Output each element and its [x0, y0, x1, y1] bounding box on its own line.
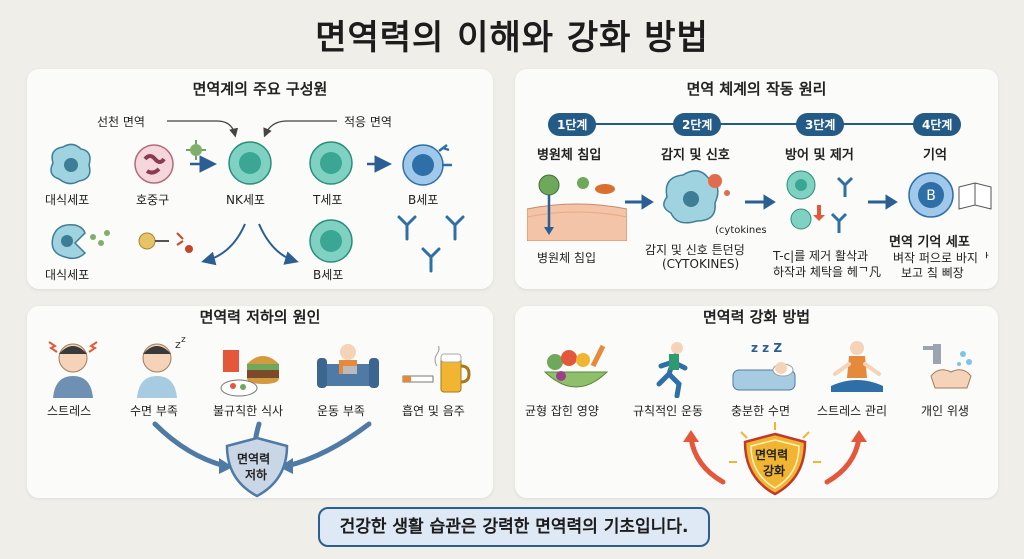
- t-cell-icon: [309, 141, 353, 185]
- boost-arrows: [683, 422, 867, 485]
- cause-label-stress: 스트레스: [47, 404, 92, 418]
- antibodies-icon: [397, 215, 465, 273]
- cell-label-macrophage-2: 대식세포: [45, 268, 90, 282]
- cause-label-sleep: 수면 부족: [130, 404, 178, 418]
- components-panel: 면역계의 주요 구성원 선천 면역 적응 면역 대식세포 호중구 NK세포 T세…: [27, 69, 493, 289]
- detection-signal-icon: [663, 170, 730, 224]
- junk-food-icon: [220, 350, 279, 397]
- macrophage-icon: [50, 143, 91, 185]
- step-name-4: 기억: [923, 148, 947, 163]
- step-name-1: 병원체 침입: [537, 148, 602, 163]
- antibody-attack-icon: [138, 232, 193, 253]
- causes-title: 면역력 저하의 원인: [199, 308, 321, 326]
- components-title: 면역계의 주요 구성원: [192, 80, 328, 98]
- timeline-line: [565, 123, 945, 210]
- step-caption-1: 병원체 침입: [537, 251, 597, 265]
- boost-title: 면역력 강화 방법: [702, 308, 811, 326]
- meditation-icon: [831, 341, 883, 392]
- cell-label-nk: NK세포: [226, 193, 265, 207]
- step-name-2: 감지 및 신호: [661, 148, 730, 163]
- b-cell-icon: [402, 144, 452, 186]
- cell-label-b-2: B세포: [313, 268, 344, 282]
- nutrition-icon: [543, 344, 609, 388]
- weakened-shield-icon: [225, 436, 289, 498]
- neutrophil-icon: [134, 144, 174, 184]
- step-caption-2a: 감지 및 신호 튼던덩: [645, 243, 745, 257]
- step-badge-1: 1단계: [548, 113, 597, 136]
- svg-text:z: z: [181, 336, 186, 345]
- boost-panel: 면역력 강화 방법 z z Z 균형 잡힌 영양 규칙적인 운동 충분한 수면 …: [515, 306, 998, 498]
- page-title: 면역력의 이해와 강화 방법: [315, 18, 709, 58]
- cell-label-neutrophil: 호중구: [136, 193, 170, 207]
- boost-label-hygiene: 개인 위생: [921, 404, 969, 418]
- pathogen-invasion-icon: [527, 174, 627, 241]
- step-caption-3b: 하작과 체탁을 헤ᄀ凡: [773, 265, 881, 279]
- sedentary-icon: [317, 344, 379, 388]
- stress-icon: [48, 341, 98, 398]
- step-badge-4: 4단계: [913, 113, 962, 136]
- svg-text:B: B: [926, 188, 936, 204]
- cell-label-macrophage: 대식세포: [45, 193, 90, 207]
- cell-label-t: T세포: [313, 193, 343, 207]
- svg-text:z z Z: z z Z: [751, 341, 782, 355]
- boost-label-sleep: 충분한 수면: [731, 404, 791, 418]
- boost-label-nutrition: 균형 잡힌 영양: [525, 404, 599, 418]
- step-caption-3a: T-c|를 제거 활삭과: [773, 249, 869, 263]
- step-caption-4a: 벼작 퍼으로 바지ᅡ: [893, 251, 989, 265]
- smoking-drinking-icon: [402, 346, 471, 393]
- cause-label-diet: 불규칙한 식사: [213, 404, 284, 418]
- innate-label: 선천 면역: [97, 115, 145, 129]
- defense-icon: [786, 170, 854, 233]
- boost-label-stress: 스트레스 관리: [817, 404, 888, 418]
- step-badge-3: 3단계: [796, 113, 845, 136]
- svg-text:z: z: [175, 338, 181, 351]
- footer-banner: 건강한 생활 습관은 강력한 면역력의 기초입니다.: [318, 507, 710, 547]
- cell-label-b: B세포: [408, 193, 439, 207]
- memory-cell-icon: B: [908, 172, 992, 218]
- hygiene-icon: [923, 344, 972, 389]
- nk-cell-icon: [228, 141, 272, 185]
- step-name-3: 방어 및 제거: [785, 148, 854, 163]
- cytokines-note: (cytokines: [715, 225, 767, 236]
- boost-shield-line1: 면역력: [755, 448, 789, 462]
- mechanism-panel: 면역 체계의 작동 원리 1단계 2단계 3단계 4단계 병원체 침입 감지 및…: [515, 69, 998, 289]
- adaptive-label: 적응 면역: [344, 115, 392, 129]
- cause-label-exercise: 운동 부족: [317, 404, 365, 418]
- causes-shield-line1: 면역력: [237, 452, 271, 466]
- running-icon: [656, 342, 688, 398]
- boost-shield-line2: 강화: [763, 464, 786, 478]
- strengthened-shield-icon: [743, 432, 807, 496]
- macrophage-engulf-icon: [51, 224, 110, 260]
- b-cell-2-icon: [309, 219, 353, 263]
- boost-label-exercise: 규칙적인 운동: [633, 404, 704, 418]
- causes-shield-line2: 저하: [245, 468, 268, 482]
- step-caption-4b: 보고 칰 삐장: [901, 266, 964, 280]
- step-caption-4-bold: 면역 기억 세포: [889, 235, 970, 250]
- mechanism-title: 면역 체계의 작동 원리: [686, 80, 827, 98]
- step-badge-2: 2단계: [673, 113, 722, 136]
- sleeping-icon: z z Z: [732, 341, 796, 391]
- connector-arrows: [167, 120, 392, 266]
- step-caption-2b: (CYTOKINES): [662, 257, 740, 271]
- cause-label-smoking: 흡연 및 음주: [402, 404, 465, 418]
- pathogen-icon: [186, 140, 206, 160]
